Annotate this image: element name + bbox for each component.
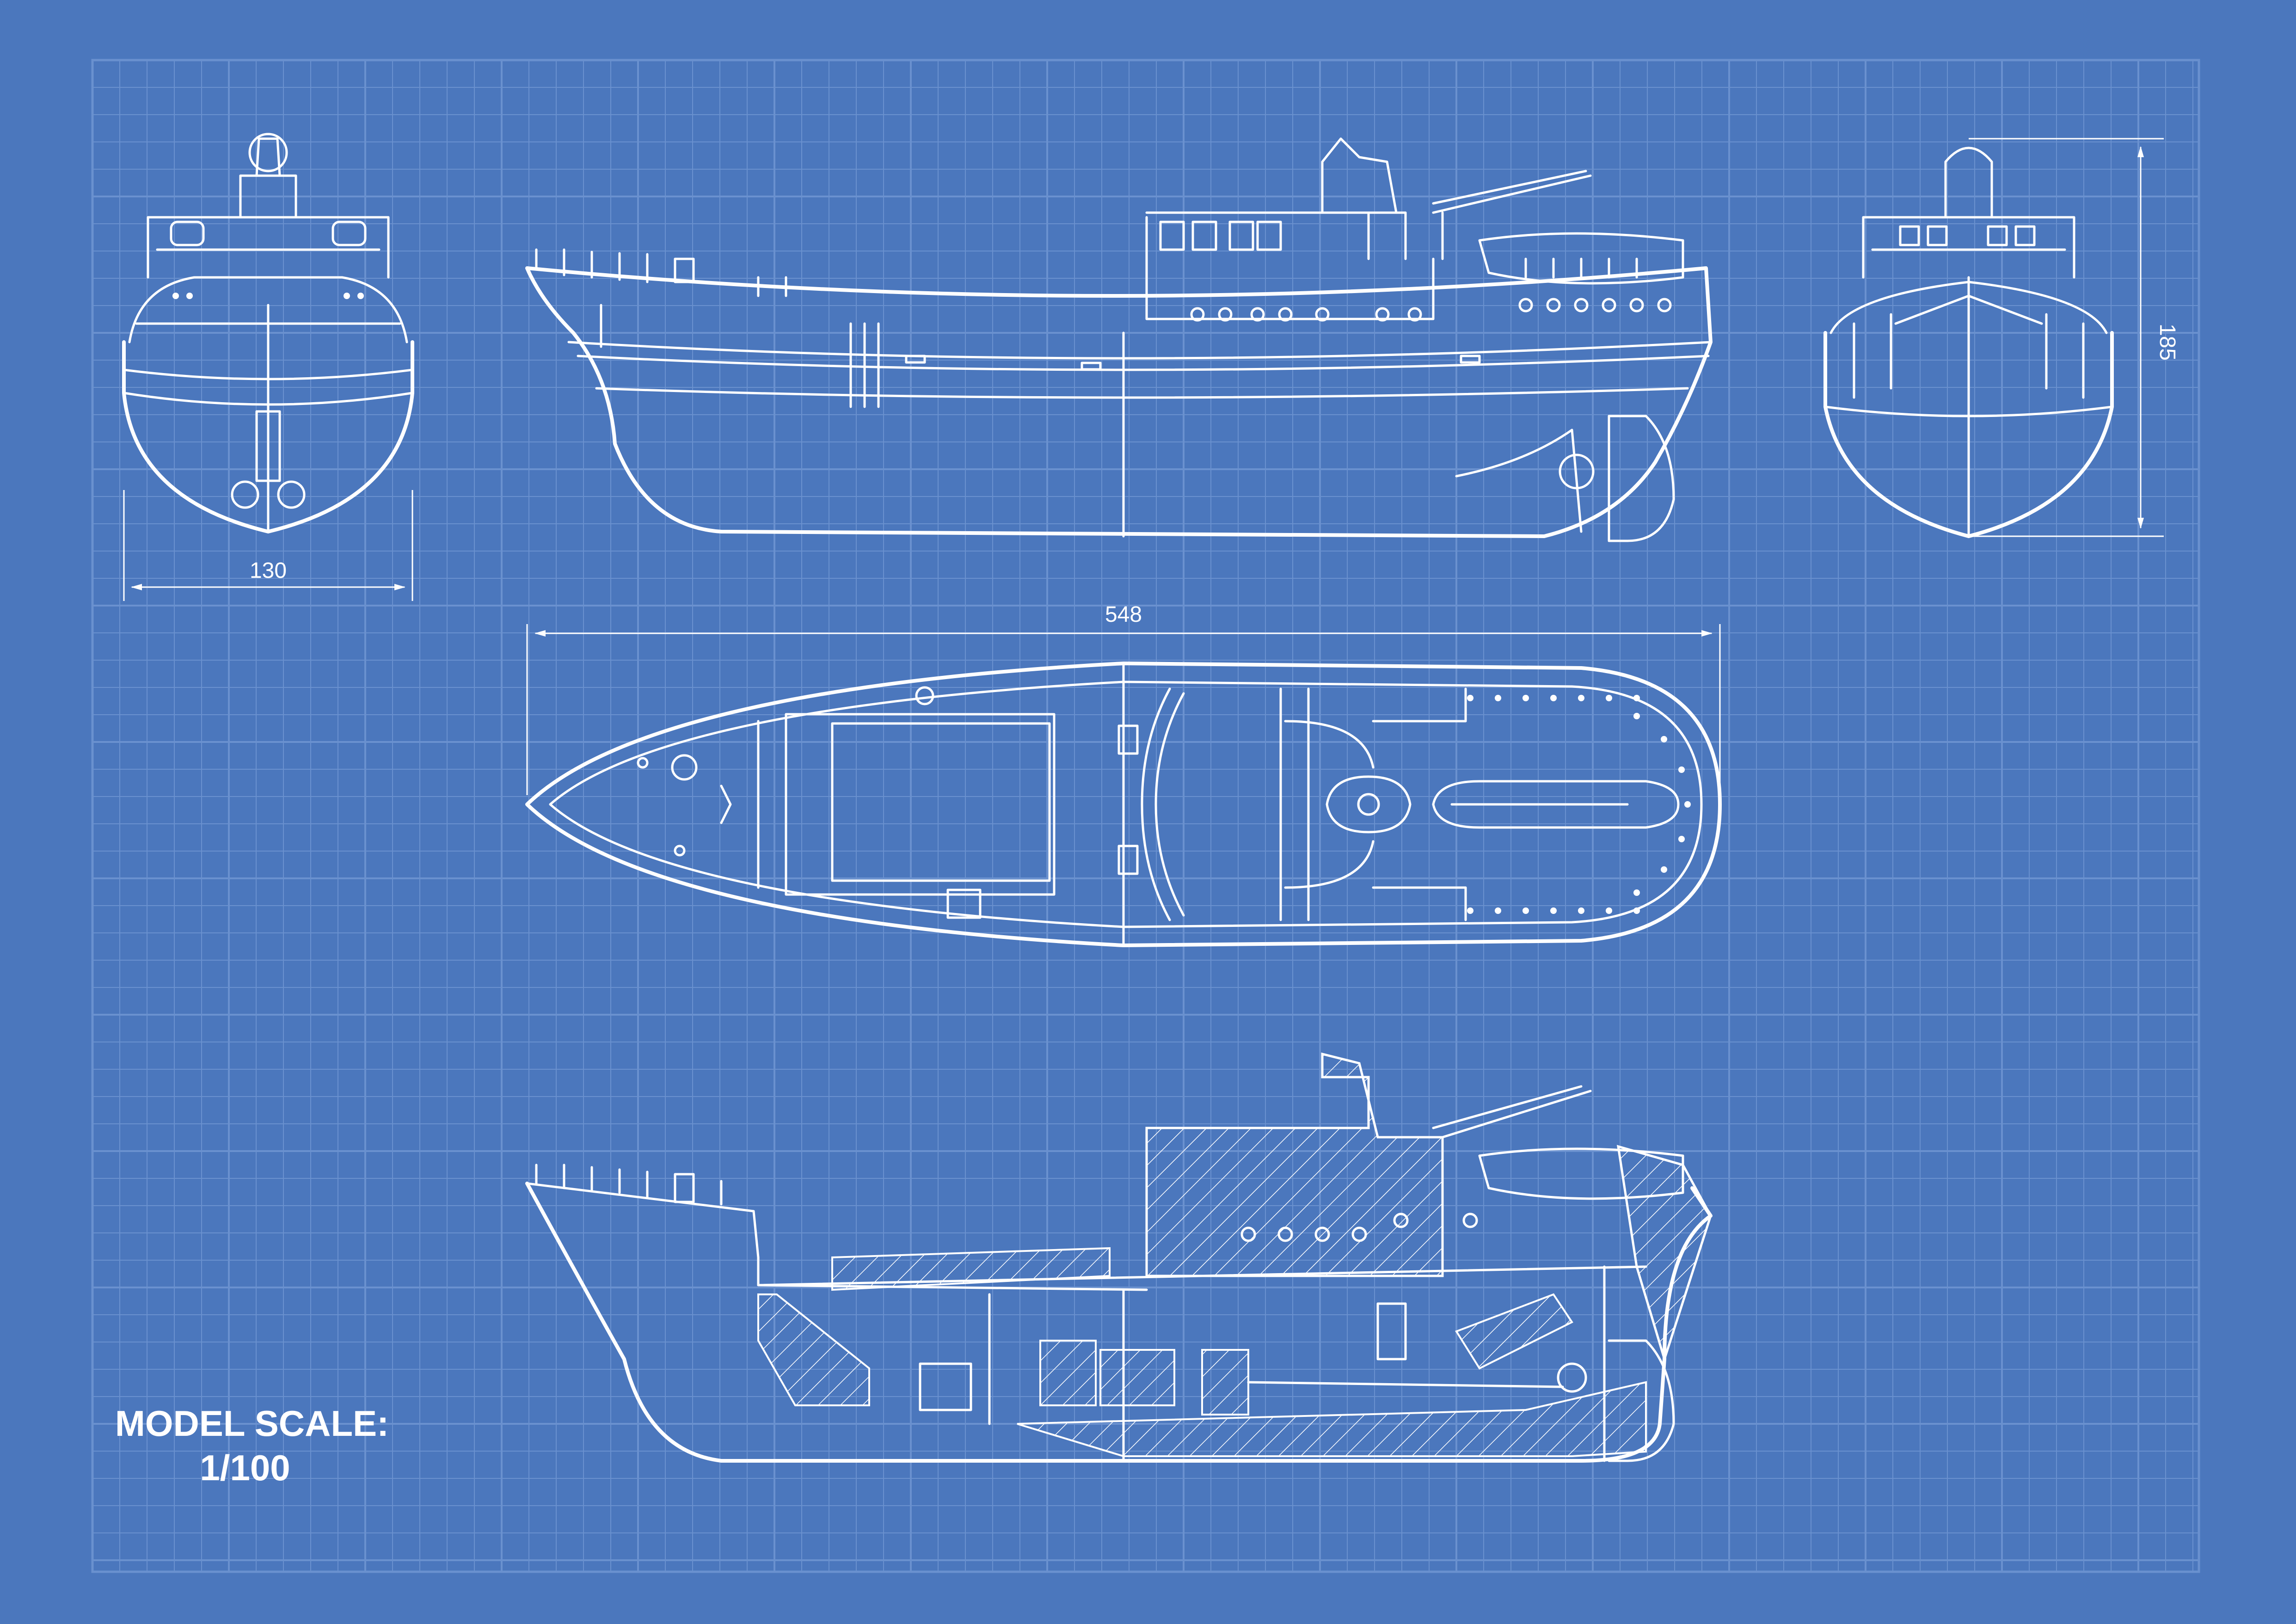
height-dimension-label: 185 [2155, 324, 2179, 361]
model-scale-value: 1/100 [200, 1447, 290, 1488]
front-view: 130 [122, 133, 414, 601]
cutaway-section [525, 1052, 1713, 1463]
model-scale-label: MODEL SCALE: [115, 1403, 389, 1444]
top-plan: 548 [525, 602, 1722, 947]
side-elevation [525, 137, 1713, 542]
length-dimension-label: 548 [1105, 602, 1142, 627]
rear-view: 185 [1823, 138, 2179, 538]
width-dimension-label: 130 [250, 558, 287, 583]
grid [91, 59, 2200, 1573]
